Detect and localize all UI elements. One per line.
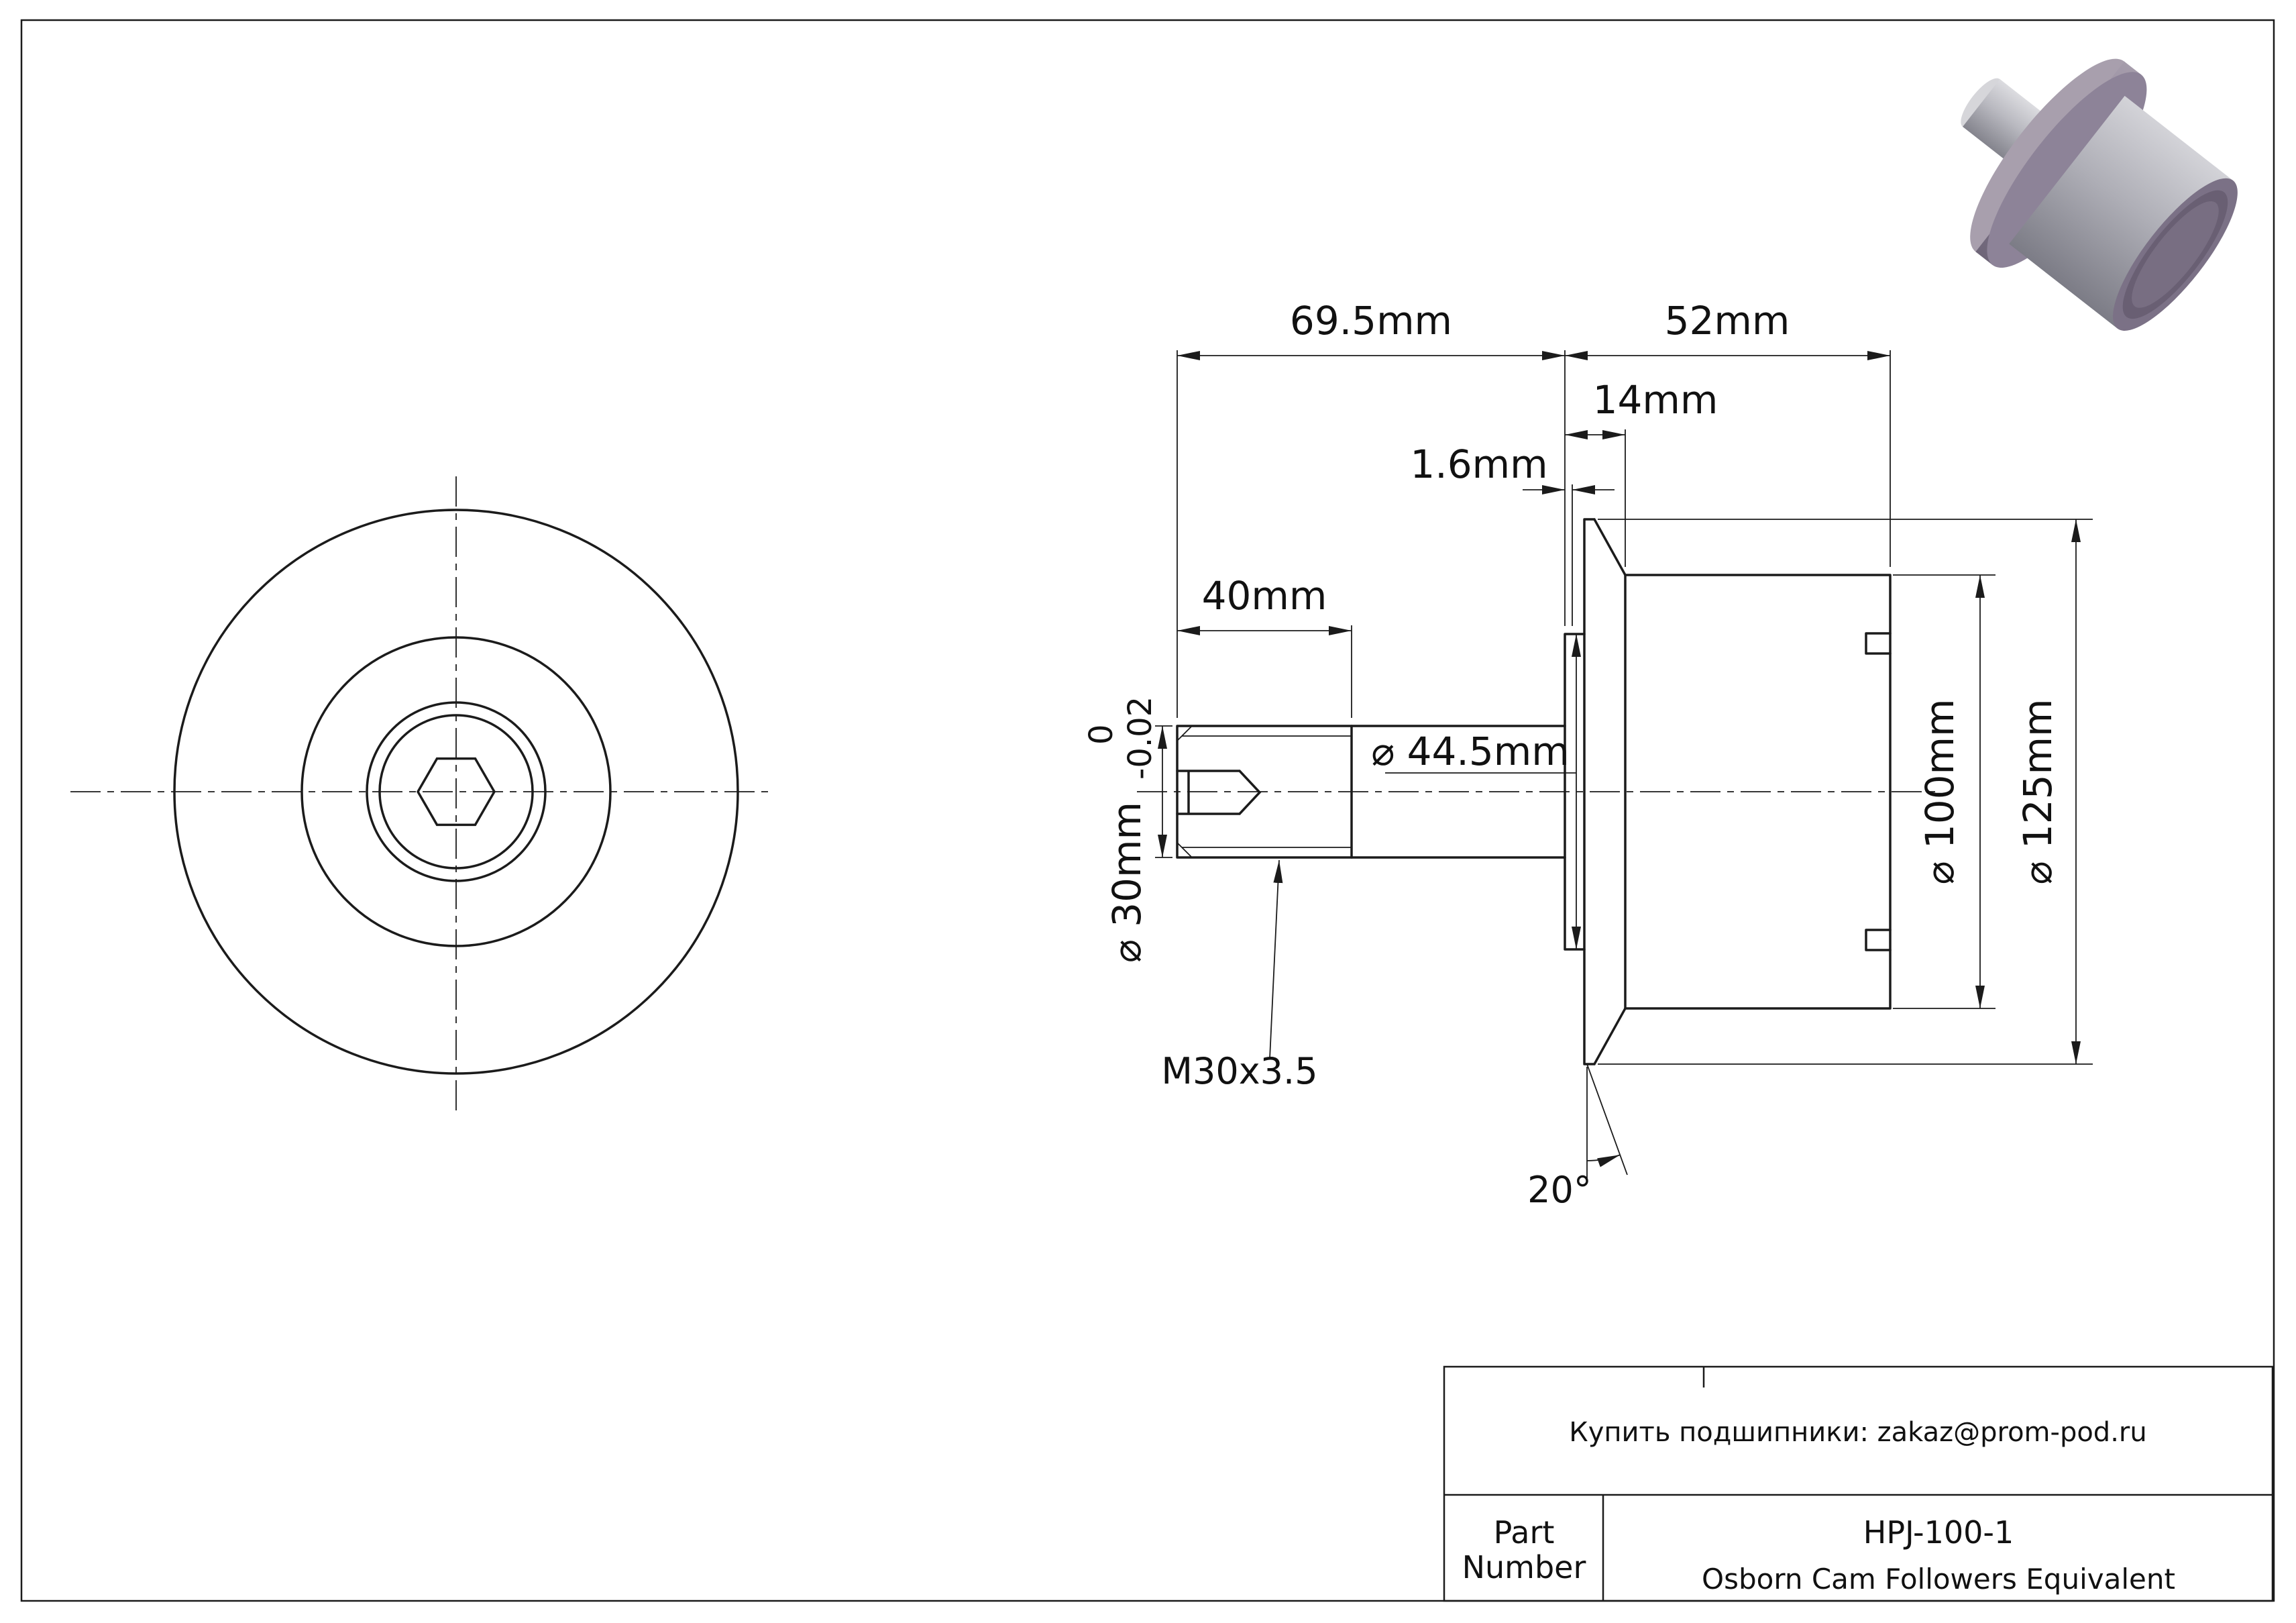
render-roller-body: [2009, 95, 2234, 329]
thread-spec-label: M30x3.5: [1161, 1050, 1317, 1092]
render-3d: [1961, 58, 2238, 331]
part-number-value: HPJ-100-1: [1863, 1514, 2014, 1551]
flange-width-label: 14mm: [1593, 377, 1718, 423]
part-description: Osborn Cam Followers Equivalent: [1702, 1563, 2175, 1595]
angle-arc: [1586, 1154, 1621, 1167]
flange-diameter-label: ⌀ 125mm: [2015, 698, 2061, 884]
thread-leader: [1269, 859, 1283, 1059]
part-label-line2: Number: [1462, 1549, 1586, 1585]
front-view: [70, 476, 771, 1110]
thread-length-label: 40mm: [1202, 573, 1327, 619]
stud-length-label: 69.5mm: [1290, 298, 1452, 344]
stud-outline: [1176, 725, 1566, 859]
title-block-border: [1443, 1365, 2274, 1602]
roller-endplate-notches: [1865, 632, 1892, 951]
dimension-graphics: [1155, 350, 2093, 1182]
collar-diameter-label: ⌀ 44.5mm: [1371, 729, 1570, 774]
stud-chamfer: [1177, 725, 1193, 858]
contact-text: Купить подшипники: zakaz@prom-pod.ru: [1569, 1417, 2146, 1448]
thread-minor-lines: [1182, 735, 1352, 848]
render-roller-face-inner: [2132, 201, 2219, 308]
socket-section: [1176, 770, 1262, 815]
washer-offset-label: 1.6mm: [1410, 441, 1547, 487]
stud-diameter-label: ⌀ 30mm: [1104, 802, 1150, 963]
stud-tolerance-lower-label: -0.02: [1122, 696, 1159, 780]
sheet-border: [20, 19, 2275, 1602]
roller-diameter-label: ⌀ 100mm: [1917, 698, 1963, 884]
hex-socket: [416, 757, 496, 827]
stud-tolerance-upper-label: 0: [1083, 724, 1120, 745]
roller-outline: [1624, 574, 1892, 1010]
flange-outline: [1583, 518, 1627, 1065]
roller-width-label: 52mm: [1665, 298, 1790, 344]
dimension-labels: 69.5mm 52mm 14mm 1.6mm 40mm ⌀ 30mm -0.02…: [1083, 298, 2061, 1211]
part-label-line1: Part: [1494, 1514, 1555, 1551]
side-view: [1137, 518, 1938, 1065]
title-block: Купить подшипники: zakaz@prom-pod.ru Par…: [1443, 1365, 2274, 1602]
angle-chamfer-line: [1586, 1063, 1628, 1175]
chamfer-angle-label: 20°: [1527, 1169, 1592, 1211]
